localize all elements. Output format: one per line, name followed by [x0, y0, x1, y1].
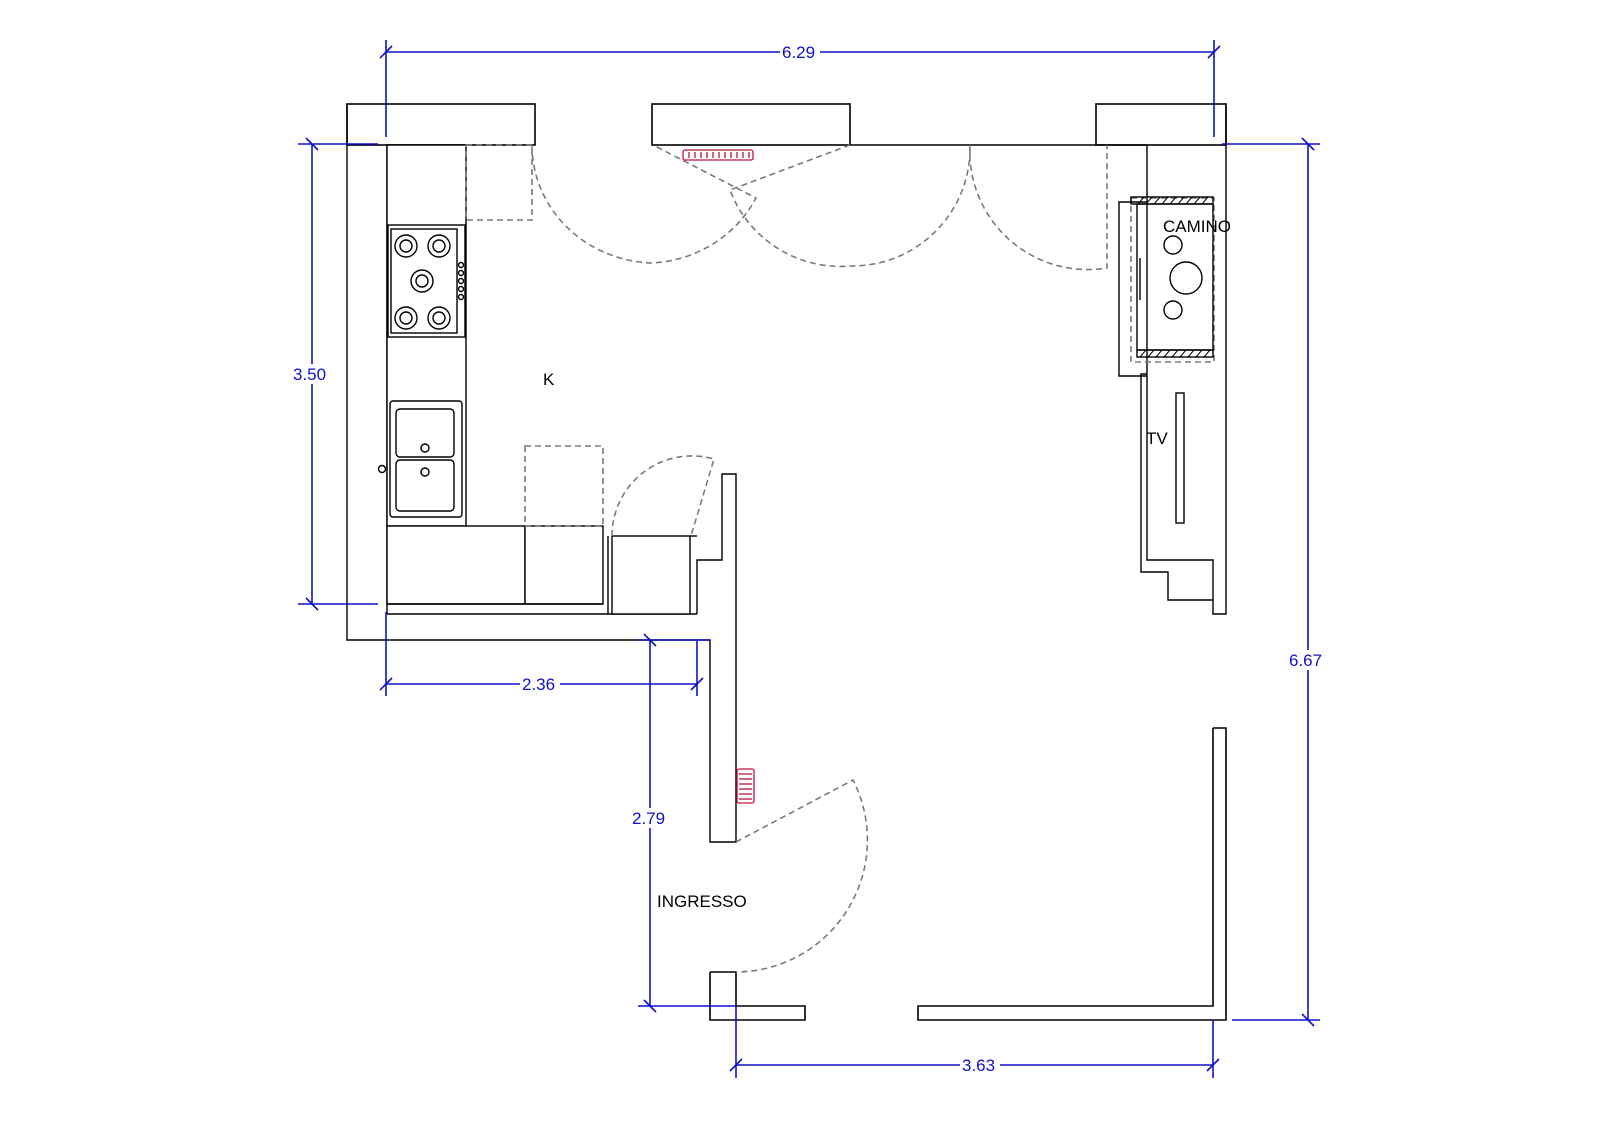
label-kitchen: K: [543, 370, 555, 389]
fireplace-firebox: [1136, 203, 1214, 351]
wall-bottom-left: [709, 971, 806, 1021]
cooktop-frame: [387, 224, 466, 338]
counter-bottom-3: [611, 535, 691, 615]
dim-bottom-width: 3.63: [962, 1056, 995, 1075]
entrance-door-swing: [735, 778, 869, 973]
wall-top-left-segment: [346, 103, 536, 146]
window-door-center-swing: [728, 144, 971, 268]
fireplace-log-1: [1163, 235, 1183, 255]
cooktop-knobs: [457, 261, 465, 301]
door-swings: [465, 144, 1215, 973]
dimension-right: 6.67: [1222, 137, 1328, 1027]
fireplace: [1118, 196, 1214, 377]
wall-right-lower: [917, 727, 1227, 1021]
window-door-right-swing: [969, 144, 1108, 271]
label-tv: TV: [1146, 429, 1168, 448]
radiator-top: [682, 149, 754, 161]
dim-kitchen-width: 2.36: [522, 675, 555, 694]
walls: [346, 103, 1227, 1021]
burner-bottom-right: [427, 306, 451, 330]
dimension-kitchen-width: 2.36: [379, 612, 704, 696]
fireplace-outer: [1118, 201, 1147, 377]
counter-bottom-2: [524, 525, 604, 605]
burner-top-left: [394, 234, 418, 258]
cooktop: [387, 224, 466, 338]
dim-entrance-height: 2.79: [632, 809, 665, 828]
tv-niche: [1140, 373, 1213, 601]
window-door-left-swing: [531, 144, 758, 264]
dimension-bottom: 3.63: [729, 1006, 1220, 1078]
partition-wall: [696, 473, 737, 843]
burner-top-right: [427, 234, 451, 258]
dimension-entrance: 2.79: [630, 633, 736, 1013]
sink-drain-top: [420, 443, 430, 453]
cabinet-door-bottom: [524, 445, 604, 527]
cabinet-door-top: [465, 144, 533, 221]
sink-basin-top: [395, 408, 455, 458]
fireplace-hatching: [1137, 196, 1211, 358]
dim-top-width: 6.29: [782, 43, 815, 62]
radiator-entrance: [736, 768, 755, 804]
counter-bottom-1: [386, 525, 526, 605]
tv-unit: [1175, 392, 1185, 524]
fireplace-hearth: [1130, 197, 1215, 363]
kitchen-door-swing: [611, 455, 715, 537]
burner-center: [410, 269, 434, 293]
label-fireplace: CAMINO: [1163, 217, 1231, 236]
wall-left: [346, 104, 697, 641]
dimension-top: 6.29: [379, 40, 1221, 137]
fireplace-log-3: [1163, 300, 1183, 320]
burner-bottom-left: [394, 306, 418, 330]
kitchen-counters: [386, 144, 697, 615]
faucet: [377, 464, 387, 474]
sink-drain-bottom: [420, 467, 430, 477]
dim-left-height: 3.50: [293, 365, 326, 384]
double-sink: [377, 400, 463, 518]
sink-basin-bottom: [395, 459, 455, 512]
wall-top-right-segment: [1095, 103, 1227, 146]
fireplace-log-2: [1169, 261, 1203, 295]
dim-right-height: 6.67: [1289, 651, 1322, 670]
label-entrance: INGRESSO: [657, 892, 747, 911]
counter-left: [386, 144, 467, 527]
wall-top-middle-segment: [651, 103, 851, 146]
dimension-left: 3.50: [292, 137, 378, 611]
cooktop-inner: [390, 228, 458, 334]
sink-frame: [389, 400, 463, 518]
wall-right-upper: [1146, 104, 1227, 615]
